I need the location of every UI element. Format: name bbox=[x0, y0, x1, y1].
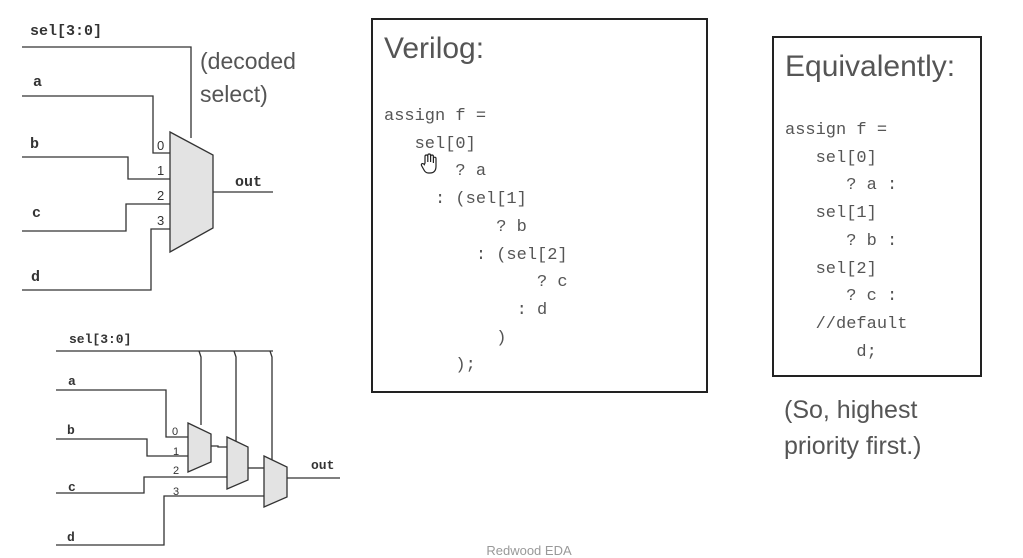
port-3-bottom: 3 bbox=[173, 486, 179, 498]
sel-label-bottom: sel[3:0] bbox=[69, 332, 131, 347]
mux-2to1-shape-1 bbox=[187, 421, 212, 473]
port-0-top: 0 bbox=[157, 138, 164, 153]
verilog-code: assign f = sel[0] ? a : (sel[1] ? b : (s… bbox=[384, 107, 568, 376]
verilog-box: Verilog: assign f = sel[0] ? a : (sel[1]… bbox=[371, 18, 708, 393]
port-2-top: 2 bbox=[157, 188, 164, 203]
input-d-label-bottom: d bbox=[67, 530, 75, 545]
input-c-label-bottom: c bbox=[68, 480, 76, 495]
port-1-bottom: 1 bbox=[173, 446, 179, 458]
port-3-top: 3 bbox=[157, 213, 164, 228]
verilog-title: Verilog: bbox=[384, 32, 485, 65]
input-a-label-top: a bbox=[33, 74, 42, 91]
mux-2to1-shape-3 bbox=[263, 454, 288, 508]
input-a-label-bottom: a bbox=[68, 374, 76, 389]
decoded-select-note-line2: select) bbox=[200, 81, 268, 107]
equivalently-box: Equivalently: assign f = sel[0] ? a : se… bbox=[772, 36, 982, 377]
equivalently-code: assign f = sel[0] ? a : sel[1] ? b : sel… bbox=[785, 121, 908, 362]
port-0-bottom: 0 bbox=[172, 426, 178, 438]
priority-note-line2: priority first.) bbox=[784, 432, 922, 460]
port-2-bottom: 2 bbox=[173, 465, 179, 477]
equivalently-title: Equivalently: bbox=[785, 50, 956, 83]
input-c-label-top: c bbox=[32, 205, 41, 222]
decoded-select-note: (decoded select) bbox=[200, 45, 296, 111]
port-1-top: 1 bbox=[157, 163, 164, 178]
decoded-select-note-line1: (decoded bbox=[200, 48, 296, 74]
footer-text: Redwood EDA bbox=[486, 543, 572, 558]
output-label-bottom: out bbox=[311, 458, 334, 473]
mux-4to1-shape bbox=[169, 130, 214, 254]
input-d-label-top: d bbox=[31, 269, 40, 286]
priority-note: (So, highest priority first.) bbox=[784, 392, 922, 464]
input-b-label-top: b bbox=[30, 136, 39, 153]
mux-2to1-shape-2 bbox=[226, 435, 249, 490]
sel-label-top: sel[3:0] bbox=[30, 23, 102, 40]
output-label-top: out bbox=[235, 174, 262, 191]
priority-note-line1: (So, highest bbox=[784, 396, 918, 424]
input-b-label-bottom: b bbox=[67, 423, 75, 438]
hand-cursor-icon bbox=[420, 153, 437, 174]
